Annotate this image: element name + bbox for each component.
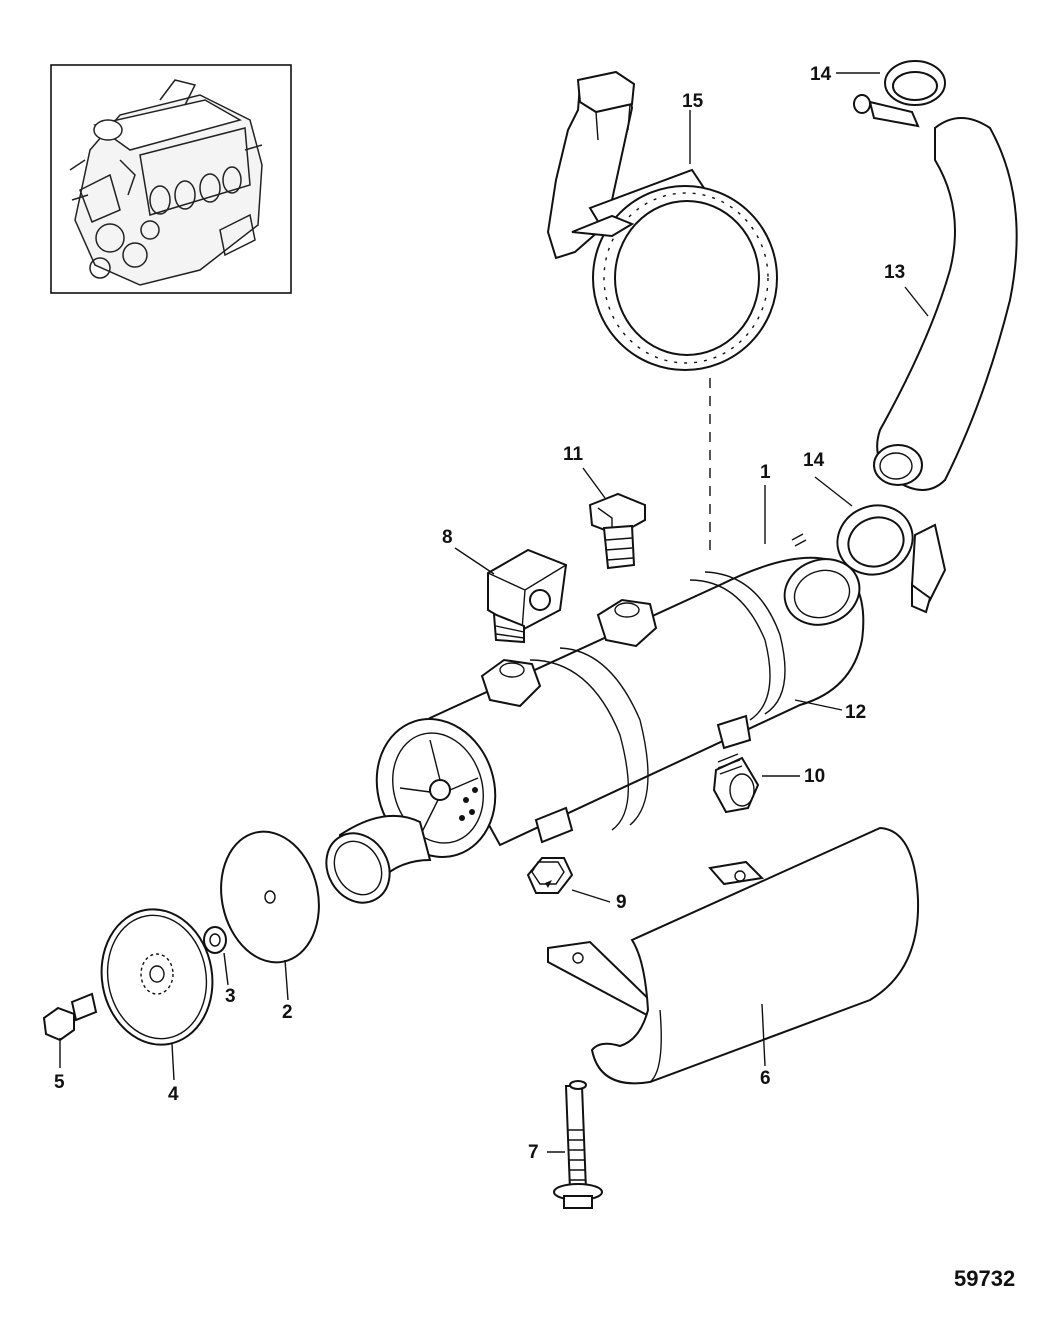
callout-3: 3 bbox=[225, 986, 236, 1007]
figure-number: 59732 bbox=[954, 1266, 1015, 1291]
callout-15: 15 bbox=[682, 91, 704, 112]
callout-labels: 15 14 13 1 14 11 8 12 10 9 3 2 4 5 6 7 bbox=[54, 64, 905, 1163]
part-8-square-fitting bbox=[487, 548, 568, 644]
leader-lines bbox=[59, 72, 929, 1153]
callout-10: 10 bbox=[804, 766, 825, 787]
part-7-long-bolt bbox=[553, 1080, 603, 1209]
callout-12: 12 bbox=[845, 702, 866, 723]
part-14-top-clamp bbox=[853, 60, 946, 128]
callout-5: 5 bbox=[54, 1072, 65, 1093]
part-13-hose bbox=[873, 117, 1018, 491]
body-hex-bosses bbox=[480, 598, 752, 844]
part-15-clamp bbox=[546, 70, 778, 371]
callout-2: 2 bbox=[282, 1002, 293, 1023]
part-10-fitting bbox=[712, 753, 760, 814]
callout-9: 9 bbox=[616, 892, 627, 913]
part-1-cooler-body bbox=[428, 533, 865, 847]
callout-1: 1 bbox=[760, 462, 771, 483]
part-4-cover bbox=[100, 908, 214, 1046]
part-9-hex-plug bbox=[526, 857, 574, 894]
callout-11: 11 bbox=[563, 444, 584, 465]
part-2-gasket bbox=[220, 830, 320, 964]
part-3-washer bbox=[203, 926, 227, 954]
callout-6: 6 bbox=[760, 1068, 771, 1089]
callout-14-right: 14 bbox=[803, 450, 825, 471]
part-1-elbow-outlet bbox=[325, 814, 432, 904]
part-6-shield bbox=[547, 826, 920, 1085]
part-5-bolt bbox=[42, 992, 98, 1042]
part-11-elbow-fitting bbox=[588, 492, 646, 570]
callout-13: 13 bbox=[884, 262, 905, 283]
callout-14-top: 14 bbox=[810, 64, 832, 85]
callout-7: 7 bbox=[528, 1142, 539, 1163]
callout-4: 4 bbox=[168, 1084, 179, 1105]
engine-locator-icon bbox=[69, 79, 263, 286]
engine-thumbnail bbox=[50, 64, 292, 294]
callout-8: 8 bbox=[442, 527, 453, 548]
part-14-right-clamp bbox=[836, 504, 947, 614]
